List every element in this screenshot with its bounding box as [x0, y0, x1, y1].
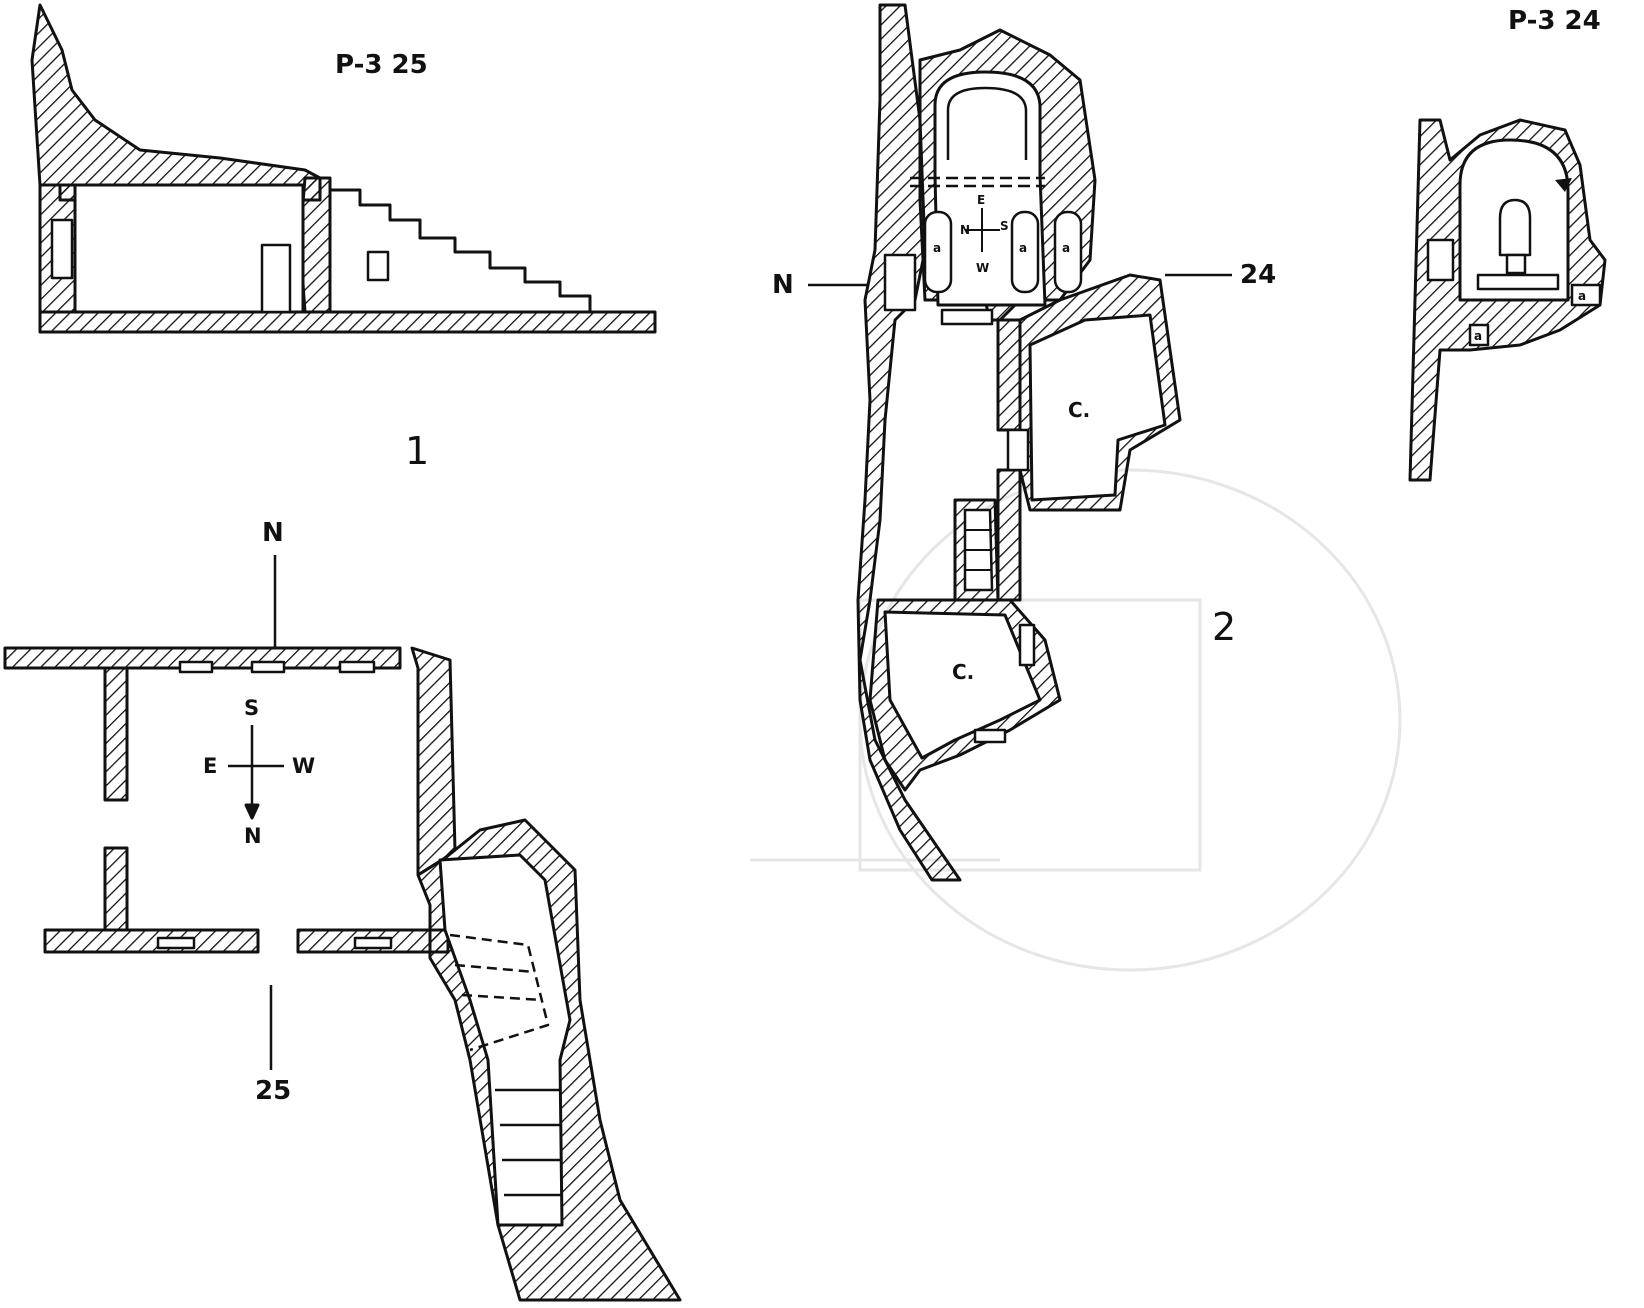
room-label-c-lower: C. — [952, 660, 975, 684]
compass2-w: W — [976, 261, 990, 275]
section-drawing — [30, 3, 657, 334]
figure-number-2: 2 — [1212, 605, 1237, 649]
niche-label-a-small: a — [1578, 289, 1587, 303]
compass-n: N — [244, 824, 262, 848]
leader-label-north-left: N — [772, 270, 794, 300]
niche-label-a-small: a — [1474, 329, 1483, 343]
leader-label-25: 25 — [255, 1076, 292, 1106]
niche-label-a: a — [933, 241, 942, 255]
niche-label-a: a — [1019, 241, 1028, 255]
compass2-n: N — [960, 223, 971, 237]
compass2-e: E — [977, 193, 986, 207]
leader-label-north-top: N — [262, 518, 284, 548]
niche-label-a: a — [1062, 241, 1071, 255]
plan-figure-3 — [1408, 118, 1607, 482]
reference-p3-25: P-3 25 — [335, 50, 428, 80]
plan-figure-2 — [808, 3, 1232, 882]
reference-p3-24: P-3 24 — [1508, 6, 1601, 36]
west-rock-face — [856, 3, 962, 882]
compass-w: W — [292, 754, 316, 778]
leader-label-24: 24 — [1240, 260, 1277, 290]
figure-number-1: 1 — [405, 429, 430, 473]
ground-line — [38, 310, 657, 334]
plan-figure-1 — [3, 555, 682, 1302]
rock-mass — [30, 3, 322, 202]
ghost-bleed-through — [750, 468, 1402, 972]
compass2-s: S — [1000, 219, 1009, 233]
compass-s: S — [244, 696, 260, 720]
compass-e: E — [203, 754, 218, 778]
room-label-c-upper: C. — [1068, 398, 1091, 422]
